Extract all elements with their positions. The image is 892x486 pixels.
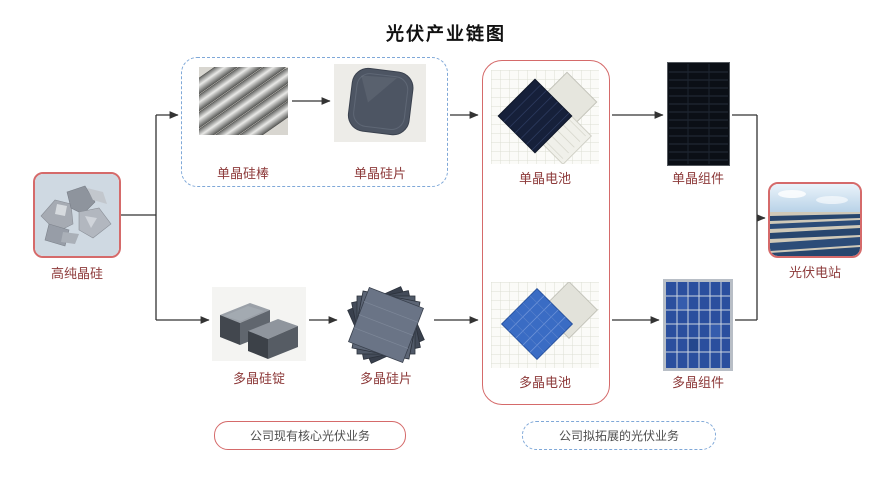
mono-rod-label: 单晶硅棒	[216, 166, 270, 181]
mono-solar-module-photo	[667, 62, 730, 166]
poly-silicon-wafers-photo	[341, 277, 431, 367]
legend-existing-business: 公司现有核心光伏业务	[214, 421, 406, 450]
planned-business-box-mono-rod-wafer	[181, 57, 448, 187]
legend-existing-label: 公司现有核心光伏业务	[249, 429, 370, 443]
poly-module-label: 多晶组件	[671, 375, 725, 390]
silicon-label: 高纯晶硅	[50, 266, 104, 281]
poly-solar-module-photo	[663, 279, 733, 371]
pv-power-station-photo	[768, 182, 862, 258]
mono-module-label: 单晶组件	[671, 171, 725, 186]
station-label: 光伏电站	[788, 265, 842, 280]
diagram-title: 光伏产业链图	[386, 24, 506, 44]
poly-wafer-label: 多晶硅片	[359, 371, 413, 386]
mono-silicon-wafer-photo	[334, 64, 426, 142]
poly-cell-label: 多晶电池	[518, 375, 572, 390]
existing-business-box-cells	[482, 60, 610, 405]
legend-planned-business: 公司拟拓展的光伏业务	[522, 421, 716, 450]
mono-silicon-rods-photo	[199, 67, 288, 135]
poly-ingot-label: 多晶硅锭	[232, 371, 286, 386]
mono-wafer-label: 单晶硅片	[353, 166, 407, 181]
legend-planned-label: 公司拟拓展的光伏业务	[558, 429, 679, 443]
poly-solar-cell-photo	[491, 282, 599, 368]
mono-solar-cell-photo	[491, 70, 599, 164]
mono-cell-label: 单晶电池	[518, 171, 572, 186]
polysilicon-chunks-photo	[33, 172, 121, 258]
poly-silicon-ingot-photo	[212, 287, 306, 361]
